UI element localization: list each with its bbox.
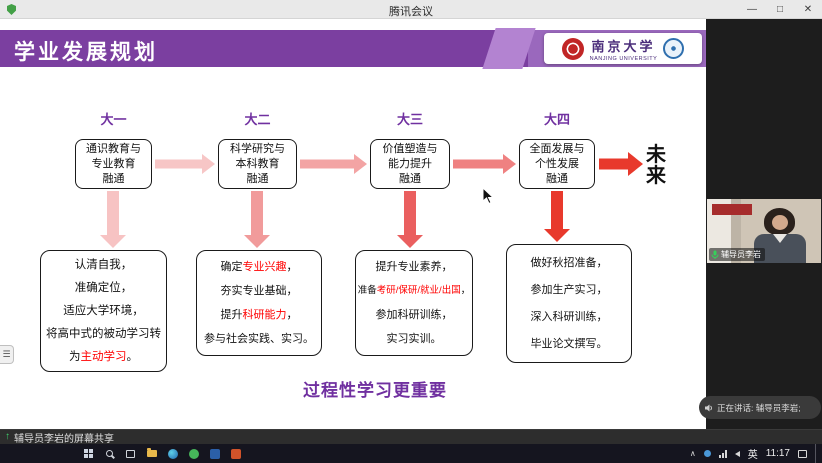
participant-video[interactable]: 辅导员李岩 xyxy=(707,199,821,263)
task-view-icon xyxy=(126,449,135,458)
arrow-down-year1 xyxy=(100,191,126,248)
windows-taskbar: ∧ 英 11:17 xyxy=(0,444,822,463)
language-indicator[interactable]: 英 xyxy=(747,450,758,461)
arrow-year3-year4 xyxy=(453,153,516,175)
note-box-year2: 确定专业兴趣，夯实专业基础，提升科研能力，参与社会实践、实习。 xyxy=(196,250,322,356)
stage-box-year2: 科学研究与本科教育融通 xyxy=(218,139,297,189)
participant-face xyxy=(772,215,788,230)
word-app-icon xyxy=(209,448,220,459)
university-name-en: NANJING UNIVERSITY xyxy=(589,55,658,62)
university-name-cn: 南京大学 xyxy=(591,38,656,54)
ppt-app-button[interactable] xyxy=(225,444,246,463)
network-icon[interactable] xyxy=(718,449,727,458)
speaking-toast-text: 正在讲话: 辅导员李岩; xyxy=(717,402,801,413)
participant-name: 辅导员李岩 xyxy=(721,250,761,259)
close-button[interactable]: ✕ xyxy=(803,4,813,15)
university-logo-box: 南京大学 NANJING UNIVERSITY xyxy=(544,33,702,64)
share-upload-icon: ↑ xyxy=(5,431,10,442)
ppt-app-icon xyxy=(230,448,241,459)
participant-collar xyxy=(773,234,787,243)
video-background-banner xyxy=(712,204,752,215)
arrow-year4-future xyxy=(599,151,643,177)
speaking-toast: 正在讲话: 辅导员李岩; xyxy=(699,396,821,419)
stage-box-year4: 全面发展与个性发展融通 xyxy=(519,139,595,189)
windows-logo-icon xyxy=(84,449,93,458)
university-name: 南京大学 NANJING UNIVERSITY xyxy=(590,36,658,62)
university-emblem-icon xyxy=(663,38,685,59)
stage-label-year2: 大二 xyxy=(244,112,271,127)
chat-app-icon xyxy=(188,448,199,459)
stage-box-year1: 通识教育与专业教育融通 xyxy=(75,139,152,189)
browser-icon xyxy=(167,448,178,459)
window-title: 腾讯会议 xyxy=(389,6,433,18)
taskbar-app-icons xyxy=(78,444,246,463)
window-titlebar: 腾讯会议 — □ ✕ xyxy=(0,0,822,19)
university-seal-icon xyxy=(561,37,584,60)
arrow-year1-year2 xyxy=(155,153,215,175)
search-icon xyxy=(106,450,113,457)
future-label: 未来 xyxy=(646,144,666,187)
note-box-year1: 认清自我，准确定位，适应大学环境，将高中式的被动学习转为主动学习。 xyxy=(40,250,167,372)
slide-title: 学业发展规划 xyxy=(14,41,158,64)
file-explorer-button[interactable] xyxy=(141,444,162,463)
chat-app-button[interactable] xyxy=(183,444,204,463)
folder-icon xyxy=(146,448,157,457)
start-button[interactable] xyxy=(78,444,99,463)
tray-app-icon[interactable] xyxy=(703,450,711,457)
arrow-down-year3 xyxy=(397,191,423,248)
screen-share-bar: ↑ 辅导员李岩的屏幕共享 xyxy=(0,429,822,445)
shared-screen-slide: 学业发展规划 南京大学 NANJING UNIVERSITY 大一 大二 大三 … xyxy=(0,19,706,429)
volume-icon[interactable] xyxy=(734,450,740,457)
browser-button[interactable] xyxy=(162,444,183,463)
slide-header-band: 学业发展规划 南京大学 NANJING UNIVERSITY xyxy=(0,28,706,69)
show-desktop-button[interactable] xyxy=(815,444,818,463)
note-box-year3: 提升专业素养，准备考研/保研/就业/出国，参加科研训练，实习实训。 xyxy=(355,250,473,356)
stage-label-year1: 大一 xyxy=(100,112,127,127)
arrow-down-year4 xyxy=(544,191,570,242)
window-controls: — □ ✕ xyxy=(738,0,822,19)
stage-box-year3: 价值塑造与能力提升融通 xyxy=(370,139,450,189)
speaker-icon xyxy=(705,404,712,411)
word-app-button[interactable] xyxy=(204,444,225,463)
stage-label-year4: 大四 xyxy=(543,112,570,127)
share-bar-text: 辅导员李岩的屏幕共享 xyxy=(14,433,114,445)
collapsed-panel-handle: ☰ xyxy=(0,345,14,364)
action-center-icon[interactable] xyxy=(798,449,807,458)
participant-name-badge: 辅导员李岩 xyxy=(709,248,765,261)
tray-expand-icon[interactable]: ∧ xyxy=(689,449,696,458)
mic-on-icon xyxy=(711,250,719,259)
arrow-year2-year3 xyxy=(300,153,367,175)
taskbar-search-button[interactable] xyxy=(99,444,120,463)
system-tray: ∧ 英 11:17 xyxy=(690,444,818,463)
stage-label-year3: 大三 xyxy=(396,112,423,127)
slide-slogan: 过程性学习更重要 xyxy=(303,381,447,400)
clock[interactable]: 11:17 xyxy=(765,448,790,459)
mouse-cursor xyxy=(482,186,495,210)
minimize-button[interactable]: — xyxy=(747,4,757,15)
arrow-down-year2 xyxy=(244,191,270,248)
note-box-year4: 做好秋招准备，参加生产实习，深入科研训练，毕业论文撰写。 xyxy=(506,244,632,363)
maximize-button[interactable]: □ xyxy=(776,4,784,15)
security-shield-icon xyxy=(7,4,16,15)
task-view-button[interactable] xyxy=(120,444,141,463)
participants-sidebar: 辅导员李岩 xyxy=(706,19,822,429)
